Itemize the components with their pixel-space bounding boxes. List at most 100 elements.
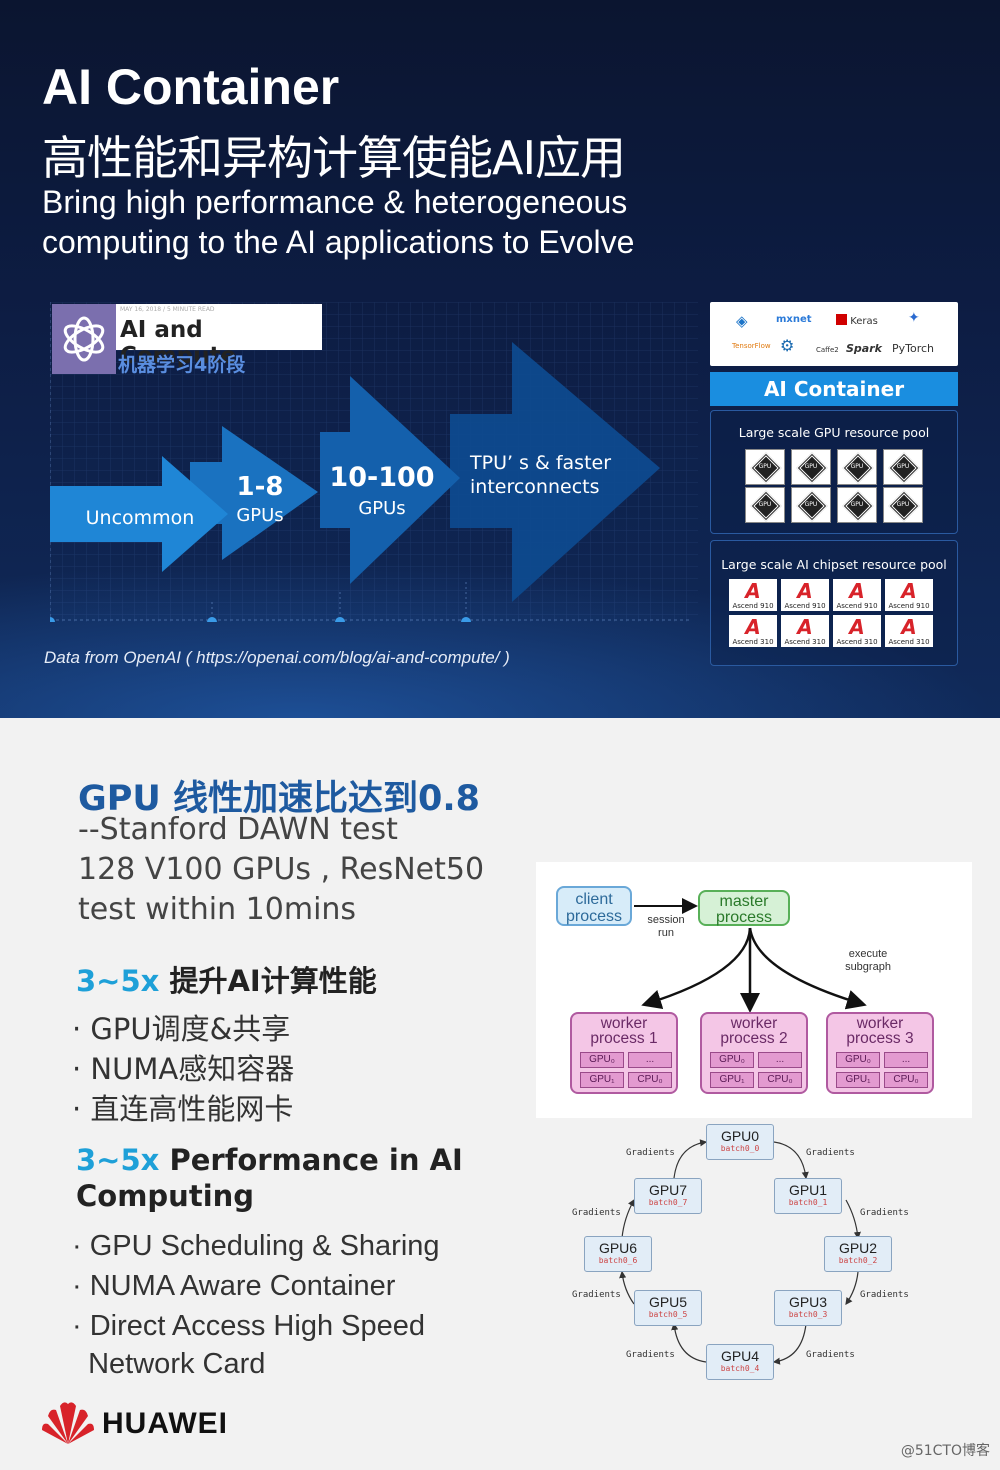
- ascend-logo-icon: A: [745, 579, 761, 603]
- gpu-chip-label: GPU: [850, 463, 864, 470]
- device-cell: CPU₀: [628, 1072, 672, 1088]
- ascend-logo-icon: A: [849, 615, 865, 639]
- ascend-chip-label: Ascend 910: [784, 602, 826, 610]
- top-banner: AI Container 高性能和异构计算使能AI应用 Bring high p…: [0, 0, 1000, 718]
- timeline-dot: [207, 617, 217, 622]
- subtitle-cn: 高性能和异构计算使能AI应用: [42, 131, 626, 185]
- tensorflow-logo-icon: ◈: [736, 312, 748, 330]
- stage-arrows: [50, 302, 698, 622]
- page-title: AI Container: [42, 59, 340, 115]
- gpu-chip-icon: GPU: [745, 449, 785, 485]
- subtitle-en-line-2: computing to the AI applications to Evol…: [42, 224, 635, 260]
- watermark: @51CTO博客: [900, 1443, 990, 1459]
- ascend-logo-icon: A: [797, 615, 813, 639]
- stage-label-2-unit: GPUs: [236, 505, 284, 526]
- arrow-stage-3: [320, 376, 460, 584]
- ascend-logo-icon: A: [745, 615, 761, 639]
- device-cell: GPU₀: [836, 1052, 880, 1068]
- edge-label: Gradients: [806, 1350, 855, 1360]
- ascend-chip-label: Ascend 910: [732, 602, 774, 610]
- timeline-dot: [461, 617, 471, 622]
- brand-logo-icon: ✦: [908, 310, 920, 326]
- ai-pool-title: Large scale AI chipset resource pool: [721, 557, 947, 572]
- device-cell: GPU₁: [710, 1072, 754, 1088]
- stage-label-1: Uncommon: [85, 507, 195, 529]
- ascend-logo-icon: A: [901, 579, 917, 603]
- stage-label-2-value: 1-8: [236, 472, 284, 502]
- gpu-chip-icon: GPU: [837, 449, 877, 485]
- edge-label: Gradients: [806, 1148, 855, 1158]
- gpu-chip-label: GPU: [896, 501, 910, 508]
- subtitle-en-line-1: Bring high performance & heterogeneous: [42, 184, 628, 220]
- en-performance-heading: 3~5x Performance in AI: [76, 1143, 463, 1177]
- en-feature-item: · GPU Scheduling & Sharing: [72, 1230, 440, 1262]
- ascend-chip-label: Ascend 310: [732, 638, 774, 646]
- framework-tensorflow: TensorFlow: [732, 342, 771, 350]
- stage-label-3-unit: GPUs: [358, 498, 406, 519]
- gpu-chip-icon: GPU: [837, 487, 877, 523]
- huawei-wordmark: HUAWEI: [102, 1407, 228, 1440]
- openai-title-card: MAY 16, 2018 / 5 MINUTE READ AI and Comp…: [116, 304, 322, 369]
- test-time-line: test within 10mins: [78, 892, 357, 927]
- openai-card-subtitle: 机器学习4阶段: [118, 354, 246, 376]
- gpu-chip-icon: GPU: [791, 449, 831, 485]
- ascend-chip-label: Ascend 310: [784, 638, 826, 646]
- device-cell: GPU₀: [710, 1052, 754, 1068]
- ascend-chip-label: Ascend 310: [836, 638, 878, 646]
- ring-edges: [619, 1139, 861, 1365]
- cn-feature-item: · GPU调度&共享: [72, 1012, 291, 1046]
- edge-label: Gradients: [626, 1148, 675, 1158]
- ascend-chip-label: Ascend 310: [888, 638, 930, 646]
- device-cell: ...: [628, 1052, 672, 1068]
- ascend-logo-icon: A: [901, 615, 917, 639]
- gpu-chip-label: GPU: [758, 463, 772, 470]
- device-cell: ...: [884, 1052, 928, 1068]
- device-cell: GPU₁: [580, 1072, 624, 1088]
- gpu-pool-title: Large scale GPU resource pool: [738, 425, 930, 440]
- en-feature-item: · Direct Access High Speed: [72, 1310, 425, 1342]
- ascend-logo-icon: A: [849, 579, 865, 603]
- gpu-chip-label: GPU: [896, 463, 910, 470]
- arrow-stage-1: [50, 456, 228, 572]
- openai-card: MAY 16, 2018 / 5 MINUTE READ AI and Comp…: [52, 304, 322, 376]
- openai-card-title: AI and Compute: [120, 317, 237, 369]
- cn-performance-heading: 3~5x 提升AI计算性能: [76, 964, 377, 998]
- stage-label-4-line-1: TPU’ s & faster: [470, 452, 612, 474]
- edge-label: Gradients: [572, 1290, 621, 1300]
- edge-label: Gradients: [860, 1290, 909, 1300]
- arrow-stage-2: [190, 426, 318, 560]
- openai-card-date: MAY 16, 2018 / 5 MINUTE READ: [120, 306, 215, 313]
- arrow-stage-4: [450, 342, 660, 602]
- data-source-note: Data from OpenAI ( https://openai.com/bl…: [44, 648, 510, 667]
- en-feature-item: · NUMA Aware Container: [72, 1270, 396, 1302]
- gpu-speedup-heading: GPU 线性加速比达到0.8: [78, 779, 480, 819]
- edge-label: Gradients: [626, 1350, 675, 1360]
- huawei-flower-icon: [42, 1402, 94, 1444]
- device-cell: GPU₀: [580, 1052, 624, 1068]
- ai-compute-stages-chart: MAY 16, 2018 / 5 MINUTE READ AI and Comp…: [50, 302, 698, 622]
- ai-container-label: AI Container: [710, 372, 958, 406]
- stage-label-4-line-2: interconnects: [470, 476, 600, 498]
- device-cell: CPU₀: [758, 1072, 802, 1088]
- timeline-dot: [50, 617, 55, 622]
- openai-logo-icon: [52, 304, 116, 374]
